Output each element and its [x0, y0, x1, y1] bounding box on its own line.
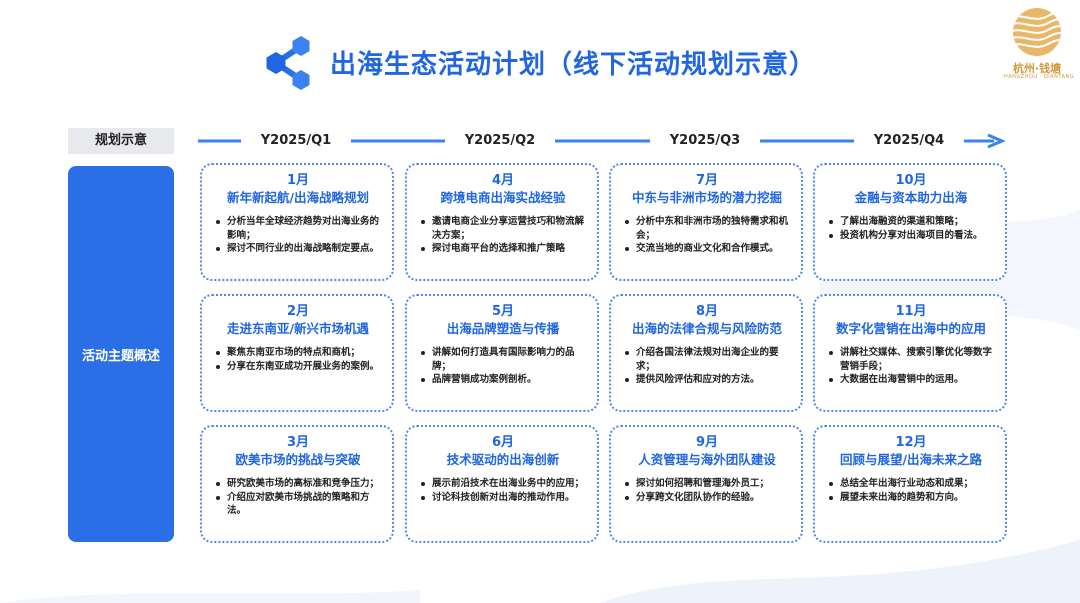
- activity-card: 12月 回顾与展望/出海未来之路 总结全年出海行业动态和成果； 展望未来出海的趋…: [813, 425, 1007, 543]
- card-month: 8月: [695, 304, 719, 319]
- card-title: 人资管理与海外团队建设: [638, 452, 776, 467]
- quarter-label: Y2025/Q3: [650, 130, 760, 152]
- logo-text: 杭州·钱塘: [1012, 62, 1062, 75]
- card-title: 回顾与展望/出海未来之路: [839, 452, 983, 467]
- card-point: 讲解如何打造具有国际影响力的品牌；: [421, 346, 587, 373]
- card-point: 研究欧美市场的高标准和竞争压力；: [216, 477, 382, 491]
- activity-card: 1月 新年新起航/出海战略规划 分析当年全球经济趋势对出海业务的影响； 探讨不同…: [200, 163, 394, 281]
- card-month: 2月: [286, 304, 310, 319]
- activity-card: 3月 欧美市场的挑战与突破 研究欧美市场的高标准和竞争压力； 介绍应对欧美市场挑…: [200, 425, 394, 543]
- card-point: 探讨如何招聘和管理海外员工；: [625, 477, 791, 491]
- card-title: 跨境电商出海实战经验: [440, 190, 566, 205]
- card-points: 探讨如何招聘和管理海外员工； 分享跨文化团队协作的经验。: [623, 477, 791, 504]
- card-point: 讨论科技创新对出海的推动作用。: [421, 491, 587, 505]
- card-point: 介绍各国法律法规对出海企业的要求；: [625, 346, 791, 373]
- card-point: 大数据在出海营销中的运用。: [829, 373, 995, 387]
- card-title: 新年新起航/出海战略规划: [226, 190, 370, 205]
- card-points: 邀请电商企业分享运营技巧和物流解决方案； 探讨电商平台的选择和推广策略: [419, 215, 587, 256]
- card-point: 邀请电商企业分享运营技巧和物流解决方案；: [421, 215, 587, 242]
- logo-subtext: HANGZHOU · QIANTANG: [1004, 74, 1075, 80]
- card-month: 1月: [286, 173, 310, 188]
- card-point: 投资机构分享对出海项目的看法。: [829, 229, 995, 243]
- activity-card: 11月 数字化营销在出海中的应用 讲解社交媒体、搜索引擎优化等数字营销手段； 大…: [813, 294, 1007, 412]
- card-month: 10月: [895, 173, 927, 188]
- activity-card: 8月 出海的法律合规与风险防范 介绍各国法律法规对出海企业的要求； 提供风险评估…: [609, 294, 803, 412]
- card-title: 走进东南亚/新兴市场机遇: [226, 321, 370, 336]
- card-title: 数字化营销在出海中的应用: [835, 321, 986, 336]
- card-point: 总结全年出海行业动态和成果；: [829, 477, 995, 491]
- card-point: 提供风险评估和应对的方法。: [625, 373, 791, 387]
- card-point: 展望未来出海的趋势和方向。: [829, 491, 995, 505]
- card-title: 中东与非洲市场的潜力挖掘: [631, 190, 782, 205]
- card-month: 7月: [695, 173, 719, 188]
- card-points: 总结全年出海行业动态和成果； 展望未来出海的趋势和方向。: [827, 477, 995, 504]
- card-points: 讲解社交媒体、搜索引擎优化等数字营销手段； 大数据在出海营销中的运用。: [827, 346, 995, 387]
- card-point: 介绍应对欧美市场挑战的策略和方法。: [216, 491, 382, 518]
- card-title: 金融与资本助力出海: [854, 190, 968, 205]
- activity-card: 2月 走进东南亚/新兴市场机遇 聚焦东南亚市场的特点和商机； 分享在东南亚成功开…: [200, 294, 394, 412]
- card-month: 12月: [895, 435, 927, 450]
- quarter-label: Y2025/Q4: [854, 130, 964, 152]
- card-points: 讲解如何打造具有国际影响力的品牌； 品牌营销成功案例剖析。: [419, 346, 587, 387]
- quarter-label: Y2025/Q1: [241, 130, 351, 152]
- card-points: 展示前沿技术在出海业务中的应用； 讨论科技创新对出海的推动作用。: [419, 477, 587, 504]
- activity-card: 4月 跨境电商出海实战经验 邀请电商企业分享运营技巧和物流解决方案； 探讨电商平…: [405, 163, 599, 281]
- card-title: 欧美市场的挑战与突破: [235, 452, 361, 467]
- card-title: 技术驱动的出海创新: [446, 452, 560, 467]
- card-point: 分享在东南亚成功开展业务的案例。: [216, 360, 382, 374]
- card-month: 3月: [286, 435, 310, 450]
- theme-label-text: 活动主题概述: [81, 348, 160, 364]
- card-point: 交流当地的商业文化和合作模式。: [625, 242, 791, 256]
- activity-card: 9月 人资管理与海外团队建设 探讨如何招聘和管理海外员工； 分享跨文化团队协作的…: [609, 425, 803, 543]
- card-point: 分析中东和非洲市场的独特需求和机会；: [625, 215, 791, 242]
- plan-label: 规划示意: [68, 128, 174, 154]
- card-month: 6月: [491, 435, 515, 450]
- timeline: Y2025/Q1 Y2025/Q2 Y2025/Q3 Y2025/Q4: [198, 130, 1014, 152]
- activity-card: 7月 中东与非洲市场的潜力挖掘 分析中东和非洲市场的独特需求和机会； 交流当地的…: [609, 163, 803, 281]
- theme-label: 活动主题概述: [68, 166, 174, 542]
- card-points: 聚焦东南亚市场的特点和商机； 分享在东南亚成功开展业务的案例。: [214, 346, 382, 373]
- activity-card: 6月 技术驱动的出海创新 展示前沿技术在出海业务中的应用； 讨论科技创新对出海的…: [405, 425, 599, 543]
- card-points: 介绍各国法律法规对出海企业的要求； 提供风险评估和应对的方法。: [623, 346, 791, 387]
- card-title: 出海的法律合规与风险防范: [631, 321, 782, 336]
- card-point: 讲解社交媒体、搜索引擎优化等数字营销手段；: [829, 346, 995, 373]
- card-points: 了解出海融资的渠道和策略； 投资机构分享对出海项目的看法。: [827, 215, 995, 242]
- card-title: 出海品牌塑造与传播: [446, 321, 560, 336]
- quarter-label: Y2025/Q2: [445, 130, 555, 152]
- card-point: 探讨不同行业的出海战略制定要点。: [216, 242, 382, 256]
- card-points: 分析当年全球经济趋势对出海业务的影响； 探讨不同行业的出海战略制定要点。: [214, 215, 382, 256]
- activity-card: 5月 出海品牌塑造与传播 讲解如何打造具有国际影响力的品牌； 品牌营销成功案例剖…: [405, 294, 599, 412]
- card-point: 分析当年全球经济趋势对出海业务的影响；: [216, 215, 382, 242]
- card-month: 9月: [695, 435, 719, 450]
- logo-icon: [1013, 8, 1061, 56]
- card-point: 探讨电商平台的选择和推广策略: [421, 242, 587, 256]
- page-title: 出海生态活动计划（线下活动规划示意）: [330, 50, 817, 80]
- card-point: 了解出海融资的渠道和策略；: [829, 215, 995, 229]
- card-month: 11月: [895, 304, 927, 319]
- card-point: 聚焦东南亚市场的特点和商机；: [216, 346, 382, 360]
- network-icon: [266, 36, 310, 90]
- card-point: 展示前沿技术在出海业务中的应用；: [421, 477, 587, 491]
- card-point: 品牌营销成功案例剖析。: [421, 373, 587, 387]
- card-month: 4月: [491, 173, 515, 188]
- card-points: 研究欧美市场的高标准和竞争压力； 介绍应对欧美市场挑战的策略和方法。: [214, 477, 382, 518]
- card-month: 5月: [491, 304, 515, 319]
- card-points: 分析中东和非洲市场的独特需求和机会； 交流当地的商业文化和合作模式。: [623, 215, 791, 256]
- activity-card: 10月 金融与资本助力出海 了解出海融资的渠道和策略； 投资机构分享对出海项目的…: [813, 163, 1007, 281]
- card-point: 分享跨文化团队协作的经验。: [625, 491, 791, 505]
